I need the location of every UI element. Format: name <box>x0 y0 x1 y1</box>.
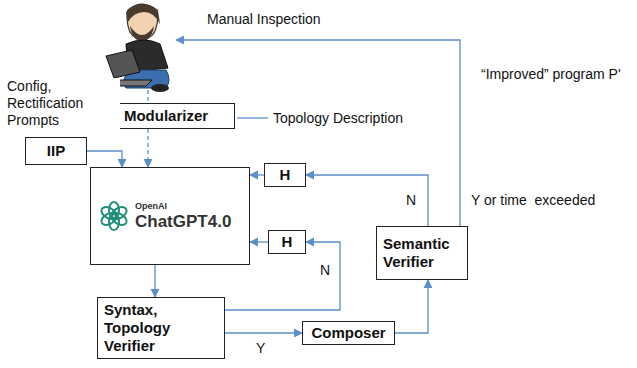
flow-arrow <box>250 241 268 242</box>
brand-name: OpenAI <box>135 201 231 212</box>
flow-arrow <box>250 174 264 175</box>
leader-line <box>237 117 268 118</box>
condition-label: Y or time exceeded <box>470 192 596 209</box>
output-label: “Improved” program P' <box>480 66 622 83</box>
box-text: Syntax, Topology Verifier <box>104 301 218 355</box>
box-text: Composer <box>311 324 385 342</box>
box-text: Modularizer <box>124 107 208 125</box>
hint-box: H <box>264 163 306 187</box>
flow-arrow <box>225 332 302 333</box>
edge-label: Y <box>254 340 267 356</box>
input-label: Config, Rectification Prompts <box>6 78 120 129</box>
input-box: IIP <box>25 137 87 165</box>
box-text: IIP <box>47 142 65 160</box>
box-text: H <box>282 233 293 251</box>
box-text: H <box>280 166 291 184</box>
flow-arrow <box>306 175 428 226</box>
hint-box: H <box>268 230 306 254</box>
feedback-label: Manual Inspection <box>206 11 322 28</box>
process-box: Composer <box>302 321 395 345</box>
input-label: Topology Description <box>272 110 404 127</box>
dashed-leader <box>147 90 148 102</box>
edge-label: N <box>404 192 418 208</box>
flow-arrow <box>87 151 122 167</box>
box-text: Semantic Verifier <box>383 235 461 271</box>
openai-logo <box>99 201 129 231</box>
model-name: ChatGPT4.0 <box>135 212 231 232</box>
edge-label: N <box>318 262 332 278</box>
flow-arrow <box>154 265 155 297</box>
flow-arrow <box>147 129 148 167</box>
flow-arrow <box>395 280 428 333</box>
llm-box: OpenAIChatGPT4.0 <box>90 167 250 265</box>
verifier-box: Syntax, Topology Verifier <box>97 297 225 359</box>
verifier-box: Semantic Verifier <box>376 226 468 280</box>
